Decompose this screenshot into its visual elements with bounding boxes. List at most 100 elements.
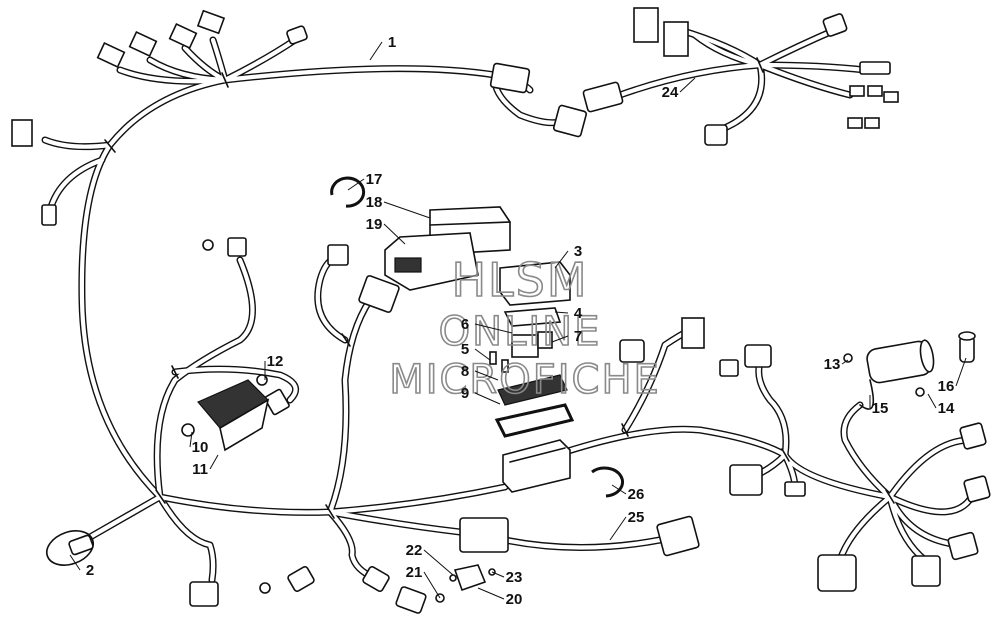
callout-9: 9 <box>461 385 501 405</box>
callout-leader-11 <box>209 454 219 470</box>
callout-leader-23 <box>491 571 505 578</box>
callout-number-8: 8 <box>461 363 469 380</box>
callout-6: 6 <box>461 316 513 334</box>
harness-tape-bands <box>104 57 895 519</box>
callout-21: 21 <box>406 564 441 599</box>
callout-leader-22 <box>423 549 454 576</box>
callout-19: 19 <box>366 216 406 245</box>
part-relay-base-4 <box>503 307 562 327</box>
callout-leader-13 <box>841 359 849 365</box>
callout-number-19: 19 <box>366 216 383 233</box>
part-spark-plug-cap-16 <box>859 331 976 410</box>
callout-17: 17 <box>347 171 383 191</box>
callout-number-15: 15 <box>872 400 889 417</box>
callout-leader-9 <box>474 392 501 405</box>
callout-number-24: 24 <box>662 84 679 101</box>
callout-12: 12 <box>264 353 284 380</box>
callout-leader-25 <box>609 516 627 541</box>
part-sensor-2 <box>45 530 95 566</box>
callout-15: 15 <box>869 395 889 417</box>
part-nut-10 <box>181 423 195 437</box>
callout-leader-5 <box>474 348 491 361</box>
callout-20: 20 <box>477 587 523 608</box>
watermark-line-2: ONLINE <box>439 309 602 355</box>
part-screw-14 <box>915 387 925 397</box>
callout-number-4: 4 <box>574 305 583 322</box>
callout-10: 10 <box>189 431 209 456</box>
callout-leader-4 <box>554 311 569 314</box>
callout-number-1: 1 <box>388 34 396 51</box>
part-ecu-19 <box>384 232 479 291</box>
connector-left-side-group <box>202 237 400 416</box>
connector-bottom-left-group <box>189 517 509 614</box>
part-fuse-5 <box>501 359 509 373</box>
callout-7: 7 <box>551 328 582 345</box>
callout-11: 11 <box>192 454 219 478</box>
part-washer-22 <box>449 574 457 582</box>
connector-top-left-group <box>11 9 308 226</box>
callout-number-17: 17 <box>366 171 383 188</box>
part-fuse-block <box>502 439 571 493</box>
callout-number-22: 22 <box>406 542 423 559</box>
part-fuse-6 <box>489 351 497 365</box>
callout-number-7: 7 <box>574 328 582 345</box>
connector-top-right-group <box>633 7 899 146</box>
callout-number-21: 21 <box>406 564 423 581</box>
callout-leader-10 <box>189 431 193 448</box>
part-clip-20 <box>453 564 487 592</box>
callout-number-12: 12 <box>267 353 284 370</box>
callout-leader-18 <box>383 201 431 219</box>
callout-number-6: 6 <box>461 316 469 333</box>
callout-number-23: 23 <box>506 569 523 586</box>
callout-number-26: 26 <box>628 486 645 503</box>
discrete-parts <box>45 176 976 603</box>
part-ring-17 <box>330 176 366 208</box>
callout-number-20: 20 <box>506 591 523 608</box>
callout-leader-21 <box>423 571 441 599</box>
part-regulator-11 <box>197 379 270 452</box>
callout-number-16: 16 <box>938 378 955 395</box>
callout-number-3: 3 <box>574 243 582 260</box>
callout-22: 22 <box>406 542 454 576</box>
callout-leader-16 <box>955 357 967 387</box>
callout-number-13: 13 <box>824 356 841 373</box>
callout-23: 23 <box>491 569 523 586</box>
part-gasket-9 <box>494 403 575 438</box>
part-coil-15 <box>866 339 935 384</box>
callout-leader-3 <box>554 250 569 269</box>
callout-24: 24 <box>662 77 696 101</box>
callout-number-14: 14 <box>938 400 955 417</box>
callout-leader-7 <box>551 335 569 343</box>
callout-1: 1 <box>369 34 396 61</box>
callout-leader-24 <box>679 77 696 93</box>
callout-25: 25 <box>609 509 644 541</box>
callout-16: 16 <box>938 357 967 395</box>
callout-number-2: 2 <box>86 562 94 579</box>
callout-8: 8 <box>461 363 499 381</box>
callout-13: 13 <box>824 356 849 373</box>
callout-leader-2 <box>69 554 81 571</box>
callout-number-10: 10 <box>192 439 209 456</box>
callout-number-5: 5 <box>461 341 469 358</box>
callout-leader-14 <box>927 393 937 409</box>
callout-leader-17 <box>347 178 365 191</box>
callout-leader-6 <box>474 323 513 334</box>
callout-number-11: 11 <box>192 461 208 478</box>
callout-14: 14 <box>927 393 955 417</box>
callout-leader-26 <box>611 484 627 495</box>
watermark-line-1: HLSM <box>451 253 588 307</box>
connector-bottom-right-group <box>619 317 991 592</box>
part-relay-7 <box>511 331 553 358</box>
callout-number-9: 9 <box>461 385 469 402</box>
callout-leader-20 <box>477 587 505 600</box>
callout-leader-1 <box>369 41 383 61</box>
harness-connectors <box>11 7 991 614</box>
callout-leader-19 <box>383 223 406 245</box>
callout-2: 2 <box>69 554 94 579</box>
watermark: HLSM ONLINE MICROFICHE <box>388 252 659 404</box>
callout-4: 4 <box>554 305 583 322</box>
part-fuse-panel-8 <box>497 374 568 406</box>
